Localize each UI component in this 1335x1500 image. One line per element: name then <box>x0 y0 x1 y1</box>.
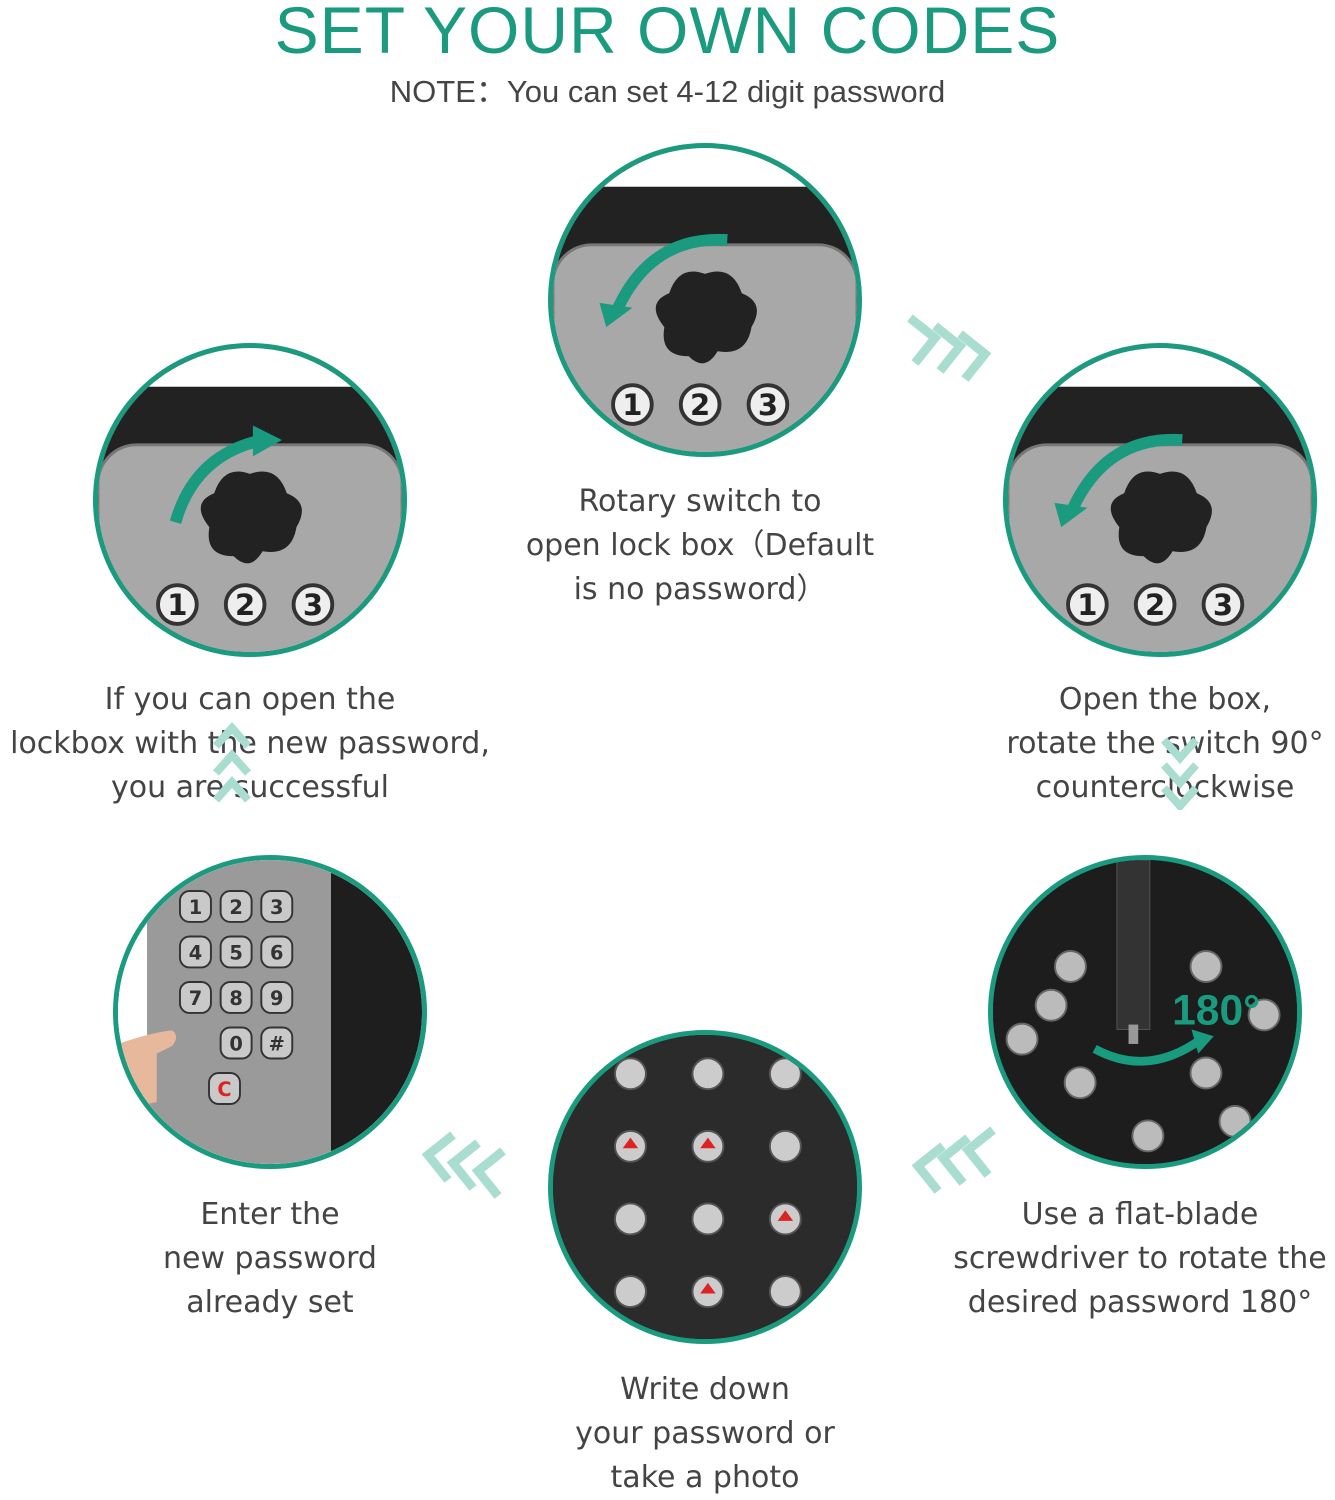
lockbox-knob-image: 1 2 3 <box>98 348 402 652</box>
key-button-icon <box>219 1026 253 1060</box>
step-1-image: 1 2 3 <box>548 143 862 457</box>
note-text: NOTE：You can set 4-12 digit password <box>389 74 946 109</box>
step-6-caption: If you can open the lockbox with the new… <box>10 682 490 805</box>
step-6-image: 1 2 3 <box>93 343 407 657</box>
step-4-image <box>548 1030 862 1344</box>
step-3-caption: Use a flat-blade screwdriver to rotate t… <box>953 1197 1327 1320</box>
key-screw-icon <box>768 1275 802 1309</box>
page-title: SET YOUR OWN CODES <box>274 0 1061 67</box>
key-label: 8 <box>229 987 242 1010</box>
key-button-icon <box>260 1026 294 1060</box>
digit-label: 3 <box>758 388 778 422</box>
key-screw-icon <box>768 1057 802 1091</box>
digit-label: 3 <box>1213 588 1233 622</box>
key-button-icon <box>208 1072 241 1105</box>
key-button-icon <box>219 890 253 923</box>
screwdriver-image: 180° <box>993 860 1297 1164</box>
key-label: 1 <box>189 896 202 919</box>
key-button-icon <box>178 935 212 969</box>
digit-button-icon <box>1201 583 1245 626</box>
rotate-arrow-icon <box>1054 502 1088 528</box>
key-label: C <box>217 1078 231 1101</box>
digit-button-icon <box>611 383 654 426</box>
key-button-icon <box>219 935 253 969</box>
key-label: 6 <box>270 942 283 965</box>
key-label: 4 <box>189 942 202 965</box>
key-screw-icon <box>613 1057 647 1091</box>
step-4-caption: Write down your password or take a photo <box>575 1372 835 1495</box>
chevron-left-icon <box>421 1131 506 1199</box>
keypad-back-image <box>553 1035 857 1339</box>
digit-label: 1 <box>167 588 187 622</box>
step-5-caption: Enter the new password already set <box>163 1197 377 1320</box>
key-screw-icon <box>691 1202 725 1236</box>
chevron-right-icon <box>907 314 992 382</box>
digit-label: 1 <box>622 388 642 422</box>
lockbox-knob-image: 1 2 3 <box>1008 348 1312 652</box>
key-screw-icon <box>691 1057 725 1091</box>
chevron-left-icon <box>911 1126 996 1194</box>
key-button-icon <box>260 935 294 969</box>
rotate-arrow-icon <box>252 425 282 457</box>
step-2-image: 1 2 3 <box>1003 343 1317 657</box>
key-button-icon <box>260 981 294 1014</box>
digit-button-icon <box>156 583 199 626</box>
digit-label: 2 <box>1145 588 1165 622</box>
chevron-up-icon <box>213 721 251 803</box>
key-screw-icon <box>768 1129 802 1163</box>
step-5-image: 1 2 3 4 5 6 7 8 9 0 # C <box>113 855 427 1169</box>
key-button-icon <box>219 981 253 1014</box>
knob-icon <box>655 271 757 364</box>
key-screw-icon <box>613 1202 647 1236</box>
digit-button-icon <box>291 583 335 626</box>
key-label: 0 <box>229 1033 242 1056</box>
key-label: # <box>269 1033 285 1056</box>
key-screw-icon <box>613 1275 647 1309</box>
digit-button-icon <box>678 383 722 426</box>
digit-button-icon <box>223 583 267 626</box>
key-label: 2 <box>229 896 242 919</box>
step-3-image: 180° <box>988 855 1302 1169</box>
knob-icon <box>200 471 302 564</box>
keypad-finger-image: 1 2 3 4 5 6 7 8 9 0 # C <box>118 860 422 1164</box>
key-button-icon <box>260 890 294 923</box>
rotation-label: 180° <box>1172 987 1260 1035</box>
key-label: 9 <box>270 987 283 1010</box>
digit-button-icon <box>746 383 790 426</box>
key-button-icon <box>178 890 212 923</box>
digit-label: 2 <box>235 588 255 622</box>
step-2-caption: Open the box, rotate the switch 90° coun… <box>1006 682 1324 805</box>
digit-label: 2 <box>690 388 710 422</box>
knob-icon <box>1110 471 1212 564</box>
step-1-caption: Rotary switch to open lock box（Default i… <box>525 484 875 607</box>
key-label: 3 <box>270 896 283 919</box>
lockbox-knob-image: 1 2 3 <box>553 148 857 452</box>
digit-label: 1 <box>1077 588 1097 622</box>
chevron-down-icon <box>1161 737 1199 810</box>
digit-button-icon <box>1066 583 1109 626</box>
rotate-arrow-icon <box>599 302 633 328</box>
key-button-icon <box>178 981 212 1014</box>
key-label: 7 <box>189 987 202 1010</box>
key-label: 5 <box>229 942 242 965</box>
digit-button-icon <box>1133 583 1177 626</box>
digit-label: 3 <box>303 588 323 622</box>
